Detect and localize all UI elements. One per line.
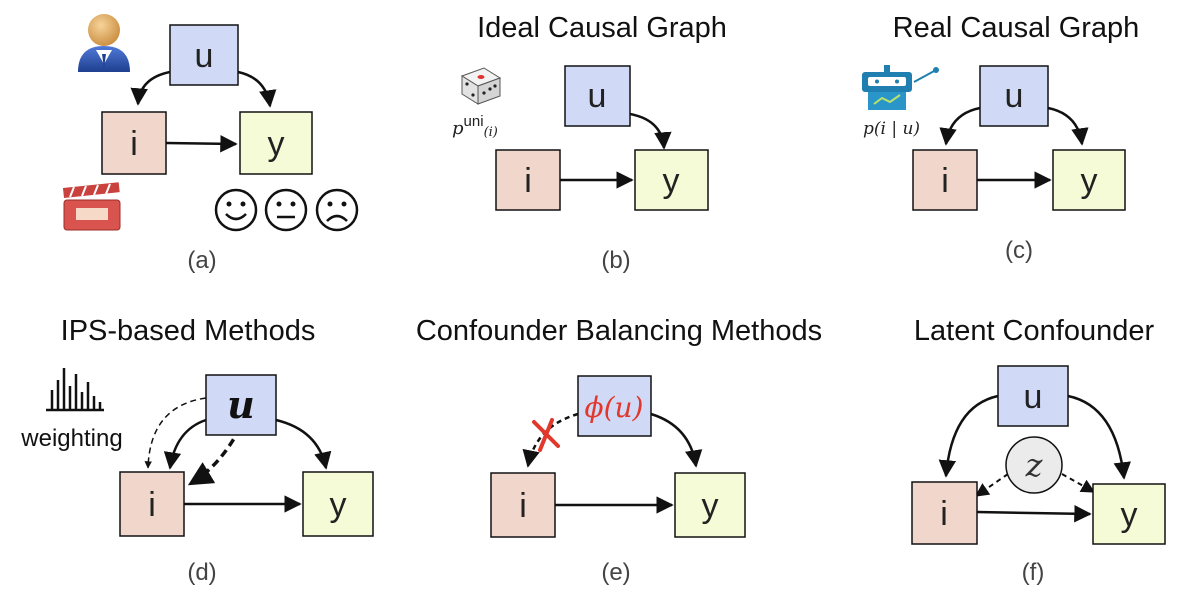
- node-y: [302, 471, 374, 537]
- node-u: [979, 65, 1049, 127]
- node-i-label: i: [941, 162, 949, 200]
- node-i-label: i: [940, 495, 948, 533]
- happy-face-icon: [214, 188, 258, 232]
- title-e: Confounder Balancing Methods: [416, 315, 822, 347]
- node-y-label: y: [1121, 496, 1138, 534]
- histogram-icon: [46, 368, 104, 412]
- uniform-policy-label: puni(i): [452, 113, 498, 140]
- node-u-label: u: [1005, 77, 1024, 115]
- node-u-label: u: [195, 37, 214, 75]
- node-i: [912, 149, 978, 211]
- node-i: [911, 481, 978, 545]
- title-b: Ideal Causal Graph: [477, 12, 727, 44]
- node-y: [239, 111, 313, 175]
- panel-f: Latent Confounder u z i y (f): [911, 315, 1166, 586]
- node-u: [169, 24, 239, 86]
- node-u: [205, 374, 277, 436]
- movie-clapper-icon: [62, 182, 121, 231]
- node-i: [490, 472, 556, 538]
- user-icon: [78, 14, 130, 72]
- panel-d: IPS-based Methods weighting u i y (d): [20, 315, 374, 586]
- node-i: [119, 471, 185, 537]
- node-y: [674, 472, 746, 538]
- panel-a: u i y (a): [62, 14, 359, 274]
- real-policy-label: p(i | u): [863, 119, 920, 139]
- node-y-label: y: [702, 487, 719, 525]
- node-u-label-bold: u: [227, 382, 255, 427]
- node-y: [1052, 149, 1126, 211]
- sad-face-icon: [315, 188, 359, 232]
- neutral-face-icon: [264, 188, 308, 232]
- node-u-label: u: [1024, 378, 1043, 416]
- caption-c: (c): [1005, 237, 1033, 264]
- node-phi-u: [577, 375, 652, 437]
- phi-u-label: ϕ(u): [585, 391, 644, 424]
- title-f: Latent Confounder: [914, 315, 1155, 347]
- node-i-label: i: [148, 486, 156, 524]
- caption-e: (e): [601, 559, 630, 586]
- node-z: [1005, 436, 1063, 494]
- node-y-label: y: [1081, 162, 1098, 200]
- node-i-label: i: [130, 125, 138, 163]
- dice-icon: [460, 67, 502, 105]
- node-u: [564, 65, 631, 127]
- robot-icon: [862, 65, 939, 110]
- weighting-label: weighting: [20, 425, 122, 452]
- caption-b: (b): [601, 247, 630, 274]
- panel-b: Ideal Causal Graph puni(i) u i y (b): [452, 12, 727, 274]
- blocked-cross-icon: [532, 418, 560, 452]
- node-i-label: i: [519, 487, 527, 525]
- caption-d: (d): [187, 559, 216, 586]
- node-u-label: u: [588, 77, 607, 115]
- node-y: [1092, 483, 1166, 545]
- node-y-label: y: [330, 486, 347, 524]
- node-y-label: y: [663, 162, 680, 200]
- caption-f: (f): [1022, 559, 1045, 586]
- node-i-label: i: [524, 162, 532, 200]
- node-z-label: z: [1025, 446, 1044, 484]
- title-c: Real Causal Graph: [893, 12, 1140, 44]
- node-y: [634, 149, 709, 211]
- panel-c: Real Causal Graph p(i | u) u i y (c): [862, 12, 1139, 264]
- node-u: [997, 365, 1069, 427]
- node-i: [101, 111, 167, 175]
- node-y-label: y: [268, 125, 285, 163]
- node-i: [495, 149, 561, 211]
- title-d: IPS-based Methods: [61, 315, 316, 347]
- caption-a: (a): [187, 247, 216, 274]
- panel-e: Confounder Balancing Methods ϕ(u) i y (e…: [416, 315, 822, 586]
